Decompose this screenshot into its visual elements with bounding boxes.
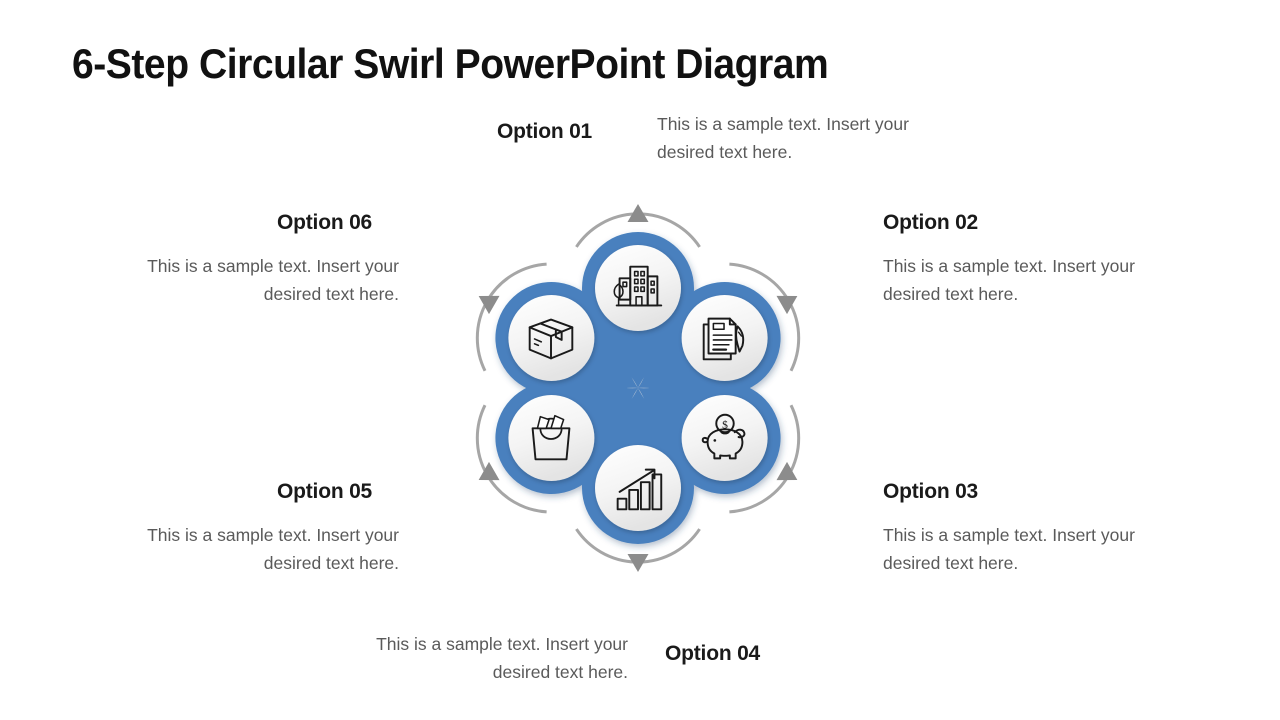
node-disc-01[interactable] — [595, 245, 681, 331]
node-disc-06[interactable] — [508, 295, 595, 381]
step-label-04[interactable]: Option 04 — [665, 642, 761, 665]
node-disc-02[interactable] — [681, 295, 768, 381]
step-arrow-06 — [475, 262, 547, 372]
node-disc-04[interactable] — [595, 445, 681, 531]
step-text-05: This is a sample text. Insert your desir… — [147, 525, 399, 574]
step-text-02: This is a sample text. Insert your desir… — [883, 256, 1135, 305]
page-title: 6-Step Circular Swirl PowerPoint Diagram — [72, 40, 829, 87]
step-label-01[interactable]: Option 01 — [497, 120, 593, 143]
circular-swirl-diagram: $ — [408, 158, 868, 620]
node-disc-03[interactable] — [681, 395, 768, 481]
step-label-03[interactable]: Option 03 — [883, 480, 979, 503]
step-label-02[interactable]: Option 02 — [883, 211, 979, 234]
node-disc-05[interactable] — [508, 395, 595, 481]
step-arrow-02 — [729, 262, 801, 372]
step-text-03: This is a sample text. Insert your desir… — [883, 525, 1135, 574]
step-arrow-04 — [575, 528, 701, 572]
step-text-01: This is a sample text. Insert your desir… — [657, 114, 909, 163]
step-text-06: This is a sample text. Insert your desir… — [147, 256, 399, 305]
step-text-04: This is a sample text. Insert your desir… — [376, 634, 628, 683]
swirl-graphic — [474, 204, 802, 572]
step-arrow-03 — [729, 404, 801, 514]
step-arrows-group — [475, 204, 801, 572]
step-label-06[interactable]: Option 06 — [277, 211, 373, 234]
step-label-05[interactable]: Option 05 — [277, 480, 373, 503]
step-arrow-05 — [475, 404, 547, 514]
step-arrow-01 — [575, 204, 701, 248]
